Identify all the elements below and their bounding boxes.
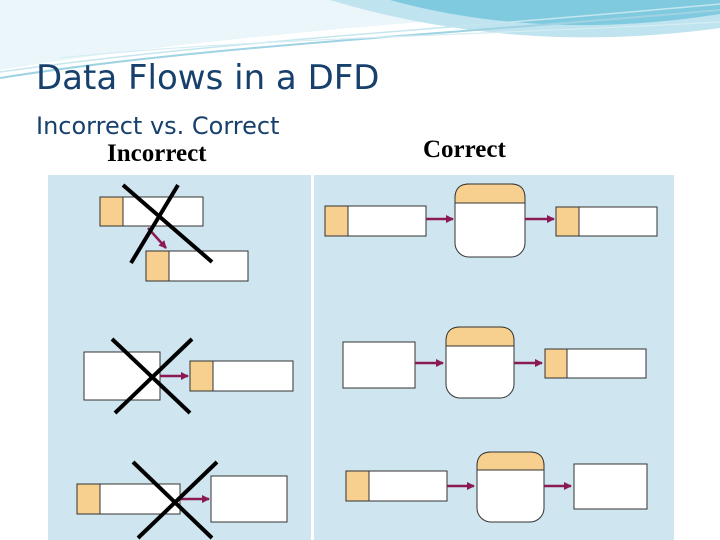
data-store-id	[76, 483, 101, 515]
header-swoosh-decoration	[0, 0, 720, 79]
external-entity	[342, 341, 416, 389]
incorrect-example-store-to-entity	[76, 460, 288, 540]
process-symbol	[454, 183, 526, 258]
process-symbol	[476, 451, 545, 523]
incorrect-example-store-to-store	[99, 183, 249, 282]
correct-example-entity-process-store	[342, 326, 647, 399]
cross-icon	[110, 337, 194, 415]
data-store-id	[345, 470, 370, 502]
data-store-id	[324, 205, 349, 237]
correct-label: Correct	[423, 136, 506, 163]
process-symbol	[445, 326, 515, 399]
slide-title: Data Flows in a DFD	[36, 58, 380, 98]
correct-example-store-process-store	[324, 183, 658, 258]
data-store-id	[99, 196, 124, 227]
slide-subtitle: Incorrect vs. Correct	[36, 112, 280, 140]
cross-icon	[131, 460, 219, 540]
data-store-id	[555, 206, 580, 237]
data-store-id	[145, 250, 170, 282]
cross-icon	[121, 183, 214, 265]
external-entity	[210, 475, 288, 523]
external-entity	[83, 351, 161, 401]
external-entity	[573, 463, 648, 510]
data-store-id	[189, 360, 214, 392]
correct-example-store-process-entity	[345, 451, 648, 523]
data-store-id	[544, 348, 568, 379]
incorrect-label: Incorrect	[107, 140, 207, 167]
incorrect-example-entity-to-store	[83, 337, 294, 415]
